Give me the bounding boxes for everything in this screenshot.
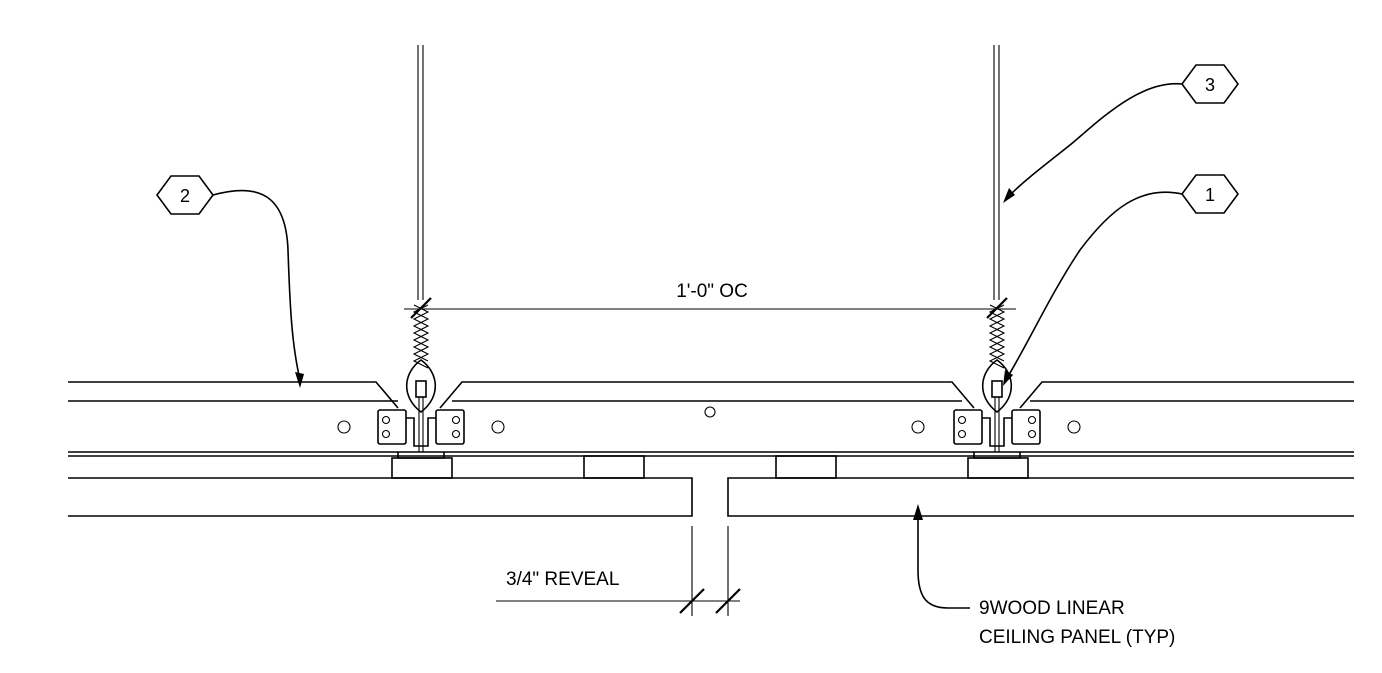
- callout-3: 3: [1003, 64, 1239, 203]
- rail-hole: [491, 420, 505, 434]
- spacing-label: 1'-0" OC: [676, 281, 748, 302]
- spacing-dimension: 1'-0" OC: [404, 281, 1016, 319]
- spacer-block: [775, 455, 837, 479]
- callout-2: 2: [156, 175, 304, 388]
- panel-note-leader: [913, 504, 970, 609]
- arrowhead-icon: [1003, 188, 1015, 203]
- ceiling-panel-right: [727, 477, 1354, 517]
- callout-number: 3: [1205, 75, 1215, 95]
- callout-number: 1: [1205, 185, 1215, 205]
- rail-hole: [911, 420, 925, 434]
- arrowhead-icon: [913, 504, 923, 520]
- hanger-wire-left: [417, 45, 424, 300]
- ceiling-panel-left: [68, 477, 693, 517]
- arrowhead-icon: [295, 372, 304, 388]
- spacer-block: [583, 455, 645, 479]
- callout-1: 1: [1003, 174, 1239, 386]
- hanger-clip-left: [377, 304, 465, 479]
- arrowhead-icon: [1003, 370, 1013, 386]
- hanger-wire-right: [993, 45, 1000, 300]
- carrier-rail: [68, 381, 1354, 457]
- rail-hole: [1067, 420, 1081, 434]
- rail-hole: [337, 420, 351, 434]
- panel-note-line-2: CEILING PANEL (TYP): [979, 627, 1175, 648]
- reveal-dimension: 3/4" REVEAL: [496, 526, 741, 616]
- panel-note-line-1: 9WOOD LINEAR: [979, 598, 1125, 619]
- reveal-label: 3/4" REVEAL: [506, 569, 619, 590]
- callout-number: 2: [180, 186, 190, 206]
- hexagon-icon: [156, 175, 214, 215]
- rail-hole: [704, 406, 716, 418]
